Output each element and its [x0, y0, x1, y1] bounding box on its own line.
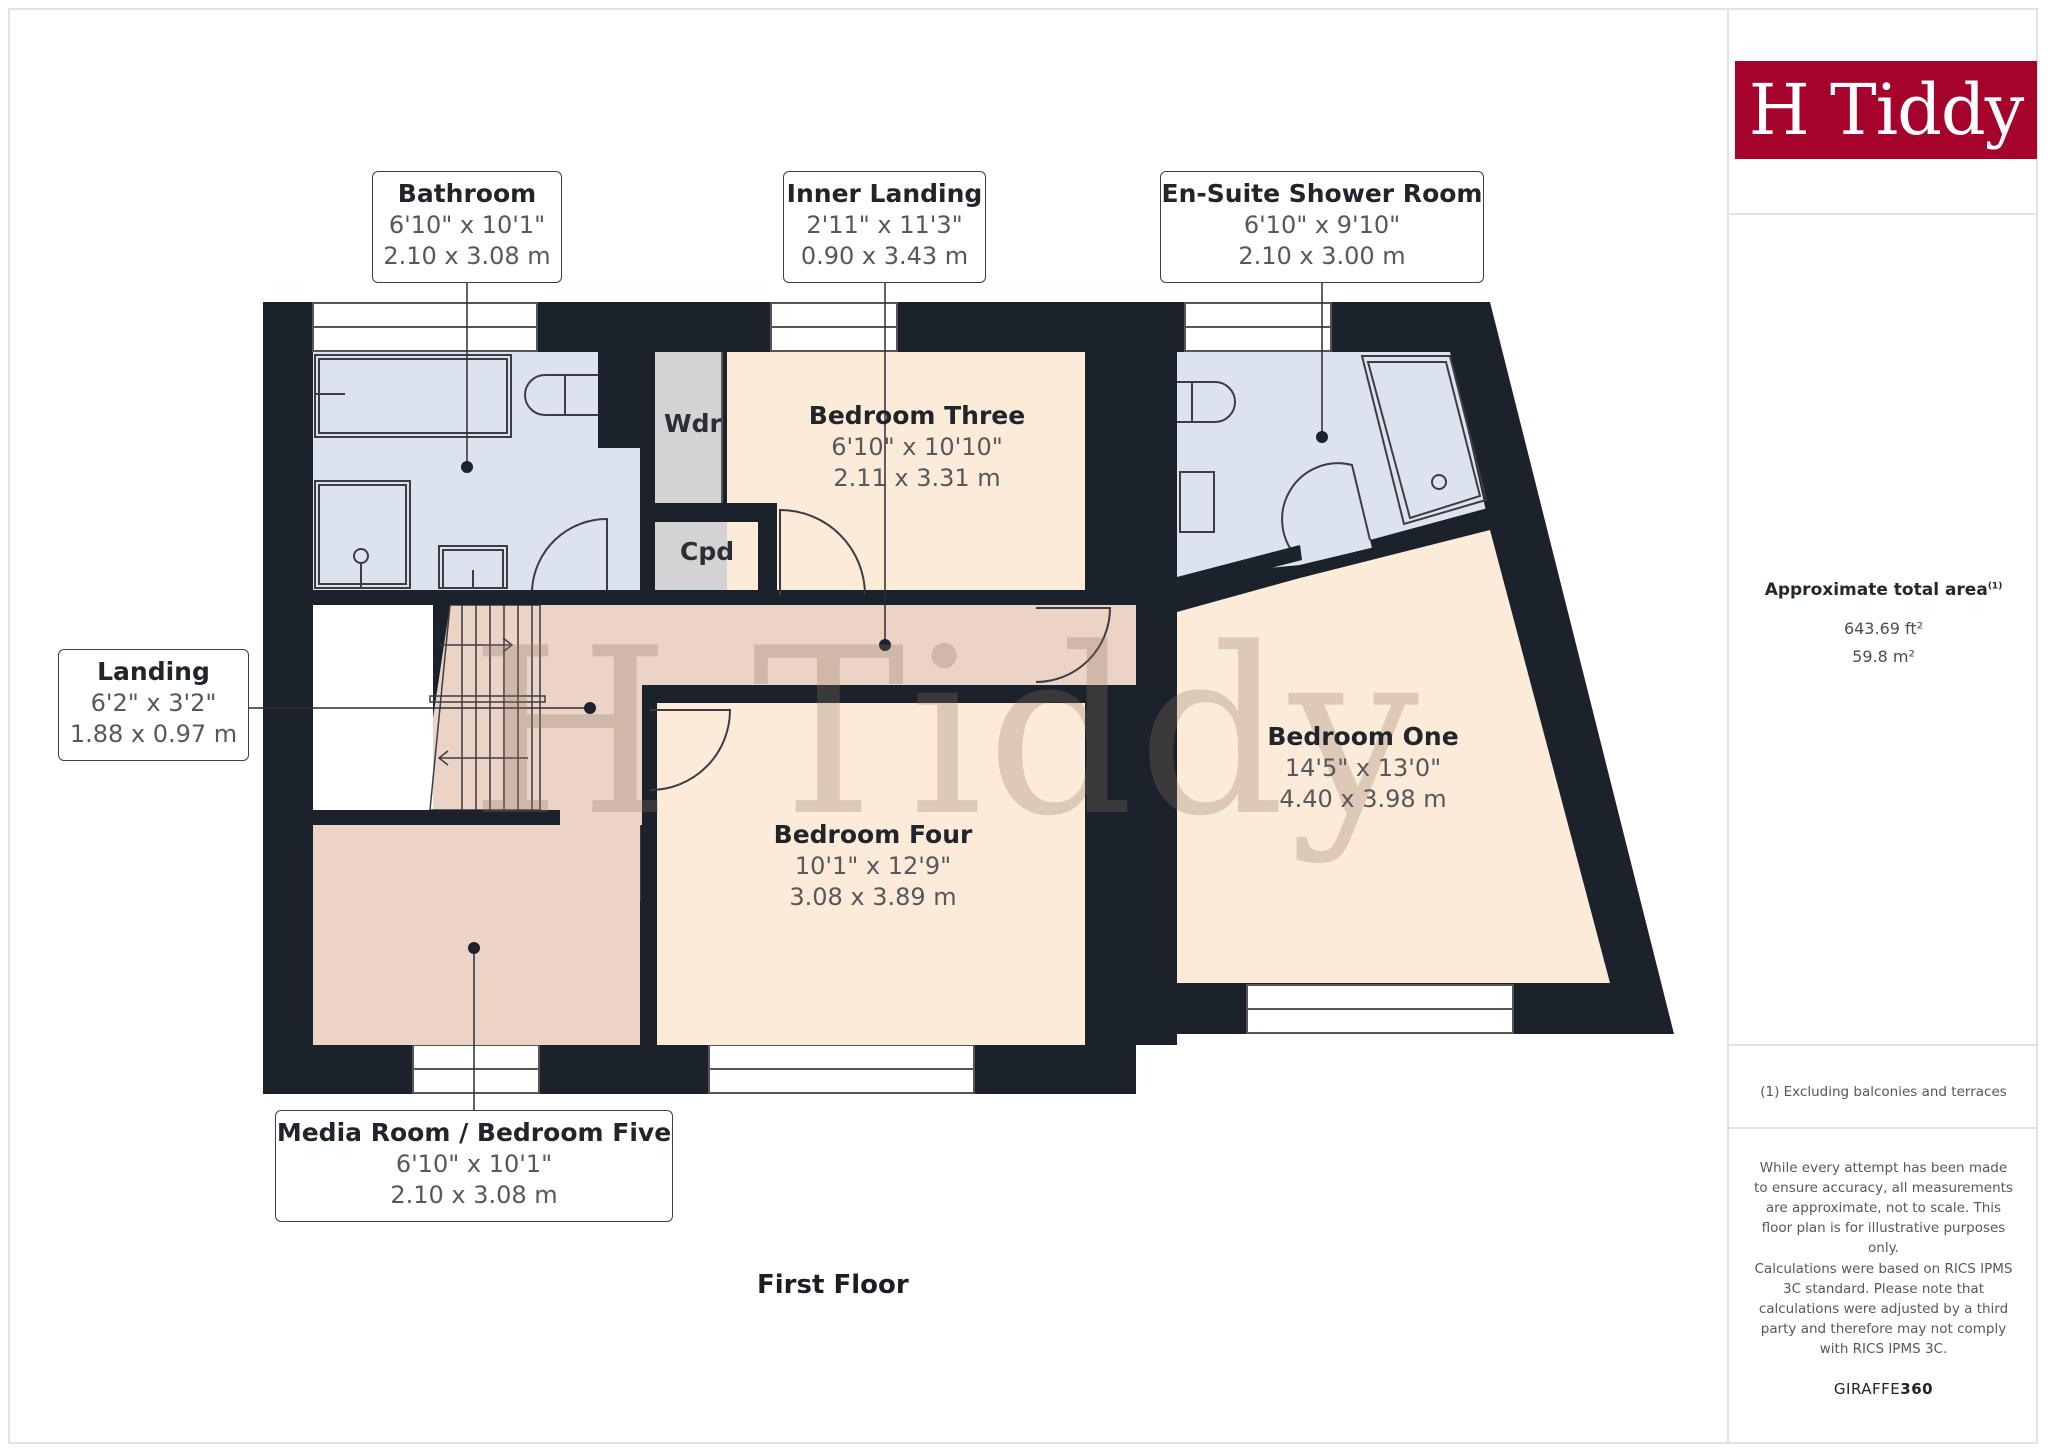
- label-bedroom-three: Bedroom Three 6'10" x 10'10" 2.11 x 3.31…: [809, 400, 1025, 494]
- room-imperial: 6'10" x 10'10": [831, 433, 1003, 461]
- disclaimer-accuracy: While every attempt has been made to ens…: [1754, 1160, 2013, 1256]
- room-imperial: 6'10" x 9'10": [1243, 211, 1401, 239]
- provider-name: GIRAFFE: [1833, 1380, 1901, 1398]
- label-cupboard: Cpd: [680, 537, 735, 566]
- room-wardrobe: [655, 352, 722, 503]
- room-imperial: 10'1" x 12'9": [794, 852, 952, 880]
- leader-lines: [249, 283, 1323, 1110]
- floor-title: First Floor: [757, 1270, 909, 1300]
- room-metric: 3.08 x 3.89 m: [789, 883, 957, 911]
- brand-logo: H Tiddy: [1735, 61, 2037, 159]
- callout-landing: Landing 6'2" x 3'2" 1.88 x 0.97 m: [58, 649, 249, 761]
- room-name: Bedroom Three: [808, 401, 1026, 430]
- area-title-text: Approximate total area: [1764, 580, 1988, 600]
- provider-number: 360: [1900, 1380, 1934, 1398]
- room-ensuite: [1177, 352, 1488, 577]
- room-name: Media Room / Bedroom Five: [276, 1118, 672, 1147]
- room-name: En-Suite Shower Room: [1161, 179, 1483, 208]
- room-name: Bathroom: [397, 179, 537, 208]
- room-metric: 4.40 x 3.98 m: [1279, 785, 1447, 813]
- info-panel: H Tiddy Approximate total area(1) 643.69…: [1727, 8, 2038, 1444]
- callout-inner-landing: Inner Landing 2'11" x 11'3" 0.90 x 3.43 …: [783, 171, 986, 283]
- page-frame: [8, 8, 2038, 1444]
- label-bedroom-one: Bedroom One 14'5" x 13'0" 4.40 x 3.98 m: [1267, 721, 1458, 815]
- room-bedroom-four: [657, 703, 1085, 1045]
- label-wardrobe: Wdr: [664, 409, 722, 438]
- area-ft2: 643.69 ft²: [1843, 619, 1924, 638]
- label-bedroom-four: Bedroom Four 10'1" x 12'9" 3.08 x 3.89 m: [774, 819, 973, 913]
- floor-plan: [249, 283, 1674, 1110]
- room-metric: 1.88 x 0.97 m: [69, 720, 238, 748]
- room-name: Bedroom One: [1267, 722, 1459, 751]
- room-bedroom-three: [727, 352, 1085, 590]
- room-name: Inner Landing: [786, 179, 983, 208]
- area-title-superscript: (1): [1987, 581, 2003, 592]
- area-title: Approximate total area(1): [1729, 580, 2038, 600]
- room-media: [313, 825, 640, 1045]
- room-bedroom-one: [1177, 530, 1610, 983]
- room-metric: 2.10 x 3.08 m: [390, 1181, 558, 1209]
- room-imperial: 6'2" x 3'2": [90, 689, 217, 717]
- callout-bathroom: Bathroom 6'10" x 10'1" 2.10 x 3.08 m: [372, 171, 562, 283]
- room-metric: 2.10 x 3.08 m: [383, 242, 551, 270]
- provider-brand: GIRAFFE360: [1729, 1380, 2038, 1398]
- room-name: Bedroom Four: [773, 820, 973, 849]
- area-m2: 59.8 m²: [1852, 647, 1915, 666]
- anchor-dots: [461, 431, 1328, 954]
- room-imperial: 14'5" x 13'0": [1284, 754, 1442, 782]
- area-footnote: (1) Excluding balconies and terraces: [1760, 1084, 2007, 1100]
- room-imperial: 6'10" x 10'1": [395, 1150, 553, 1178]
- room-metric: 2.10 x 3.00 m: [1238, 242, 1406, 270]
- disclaimer-rics: Calculations were based on RICS IPMS 3C …: [1754, 1261, 2013, 1357]
- callout-ensuite: En-Suite Shower Room 6'10" x 9'10" 2.10 …: [1160, 171, 1484, 283]
- room-metric: 0.90 x 3.43 m: [800, 242, 969, 270]
- room-imperial: 2'11" x 11'3": [806, 211, 963, 239]
- room-imperial: 6'10" x 10'1": [388, 211, 546, 239]
- logo-section: H Tiddy: [1729, 8, 2038, 215]
- room-name: Landing: [97, 657, 210, 686]
- room-bathroom: [313, 352, 640, 590]
- room-metric: 2.11 x 3.31 m: [833, 464, 1001, 492]
- callout-media-room: Media Room / Bedroom Five 6'10" x 10'1" …: [275, 1110, 673, 1222]
- divider-2: [1729, 1127, 2038, 1129]
- divider-1: [1729, 1044, 2038, 1046]
